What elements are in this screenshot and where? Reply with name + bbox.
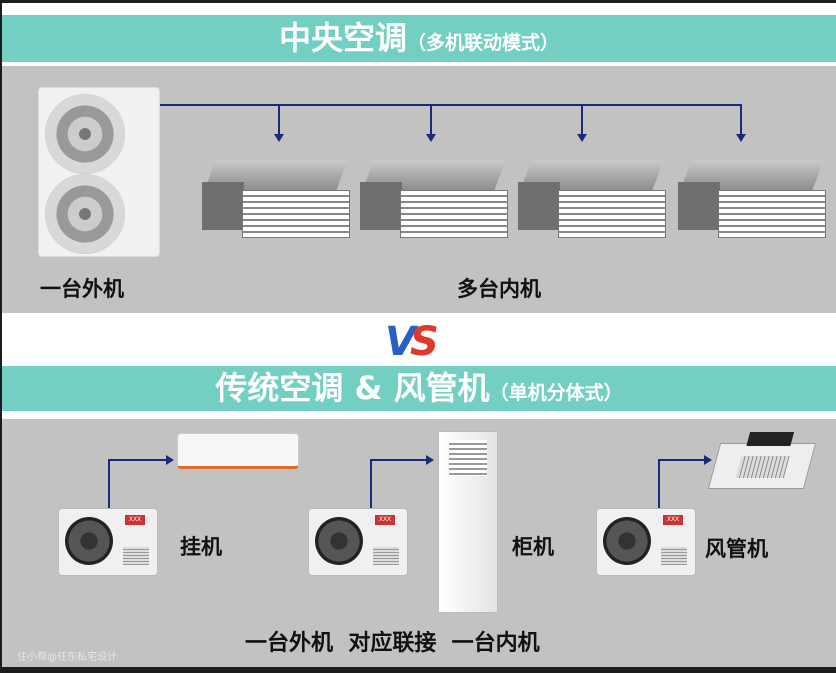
- arrow-down-icon: [736, 134, 746, 142]
- pipe: [658, 459, 660, 508]
- watermark: 住小帮@任东私宅设计: [17, 652, 117, 663]
- vs-logo: VS: [385, 319, 439, 365]
- duct-unit-label: 风管机: [705, 537, 768, 561]
- pipe: [108, 459, 110, 508]
- fan-icon: [45, 174, 125, 254]
- outdoor-unit-icon: XXX: [596, 508, 696, 576]
- multiple-indoor-label: 多台内机: [457, 277, 541, 301]
- refrigerant-pipe: [160, 104, 742, 106]
- fan-icon: [45, 94, 125, 174]
- arrow-down-icon: [577, 134, 587, 142]
- pipe: [658, 459, 706, 461]
- traditional-ac-header: 传统空调 & 风管机（单机分体式）: [2, 366, 836, 411]
- arrow-down-icon: [274, 134, 284, 142]
- arrow-right-icon: [426, 455, 434, 465]
- pipe-branch: [581, 104, 583, 136]
- vs-s: S: [409, 319, 439, 365]
- arrow-right-icon: [704, 455, 712, 465]
- brand-badge: XXX: [125, 515, 145, 525]
- vs-v: V: [385, 319, 416, 365]
- wall-unit-label: 挂机: [180, 535, 222, 559]
- pipe-branch: [278, 104, 280, 136]
- cassette-unit-icon: [707, 432, 817, 489]
- duct-indoor-unit-icon: [360, 160, 508, 240]
- pipe-branch: [740, 104, 742, 136]
- duct-indoor-unit-icon: [202, 160, 350, 240]
- duct-indoor-unit-icon: [678, 160, 826, 240]
- arrow-right-icon: [166, 455, 174, 465]
- traditional-ac-subtitle: （单机分体式）: [489, 382, 623, 404]
- central-ac-header: 中央空调（多机联动模式）: [2, 15, 836, 62]
- pipe: [370, 459, 428, 461]
- central-ac-title: 中央空调: [278, 19, 407, 57]
- pipe-branch: [430, 104, 432, 136]
- wall-mounted-unit-icon: [177, 433, 299, 469]
- pipe: [108, 459, 168, 461]
- outdoor-unit-icon: XXX: [58, 508, 158, 576]
- outdoor-unit-icon: XXX: [308, 508, 408, 576]
- outdoor-unit-icon: [38, 87, 160, 257]
- pipe: [370, 459, 372, 508]
- one-to-one-caption: 一台外机 对应联接 一台内机: [245, 631, 540, 656]
- arrow-down-icon: [426, 134, 436, 142]
- brand-badge: XXX: [663, 515, 683, 525]
- infographic: 中央空调（多机联动模式） 一台外机 多台内机 VS 传统空调 & 风管机（单机分…: [2, 3, 836, 667]
- duct-indoor-unit-icon: [518, 160, 666, 240]
- central-ac-subtitle: （多机联动模式）: [407, 32, 560, 54]
- floor-standing-unit-icon: [438, 431, 498, 613]
- brand-badge: XXX: [375, 515, 395, 525]
- one-outdoor-label: 一台外机: [40, 277, 124, 301]
- traditional-ac-title: 传统空调 & 风管机: [215, 369, 490, 407]
- floor-unit-label: 柜机: [512, 535, 554, 559]
